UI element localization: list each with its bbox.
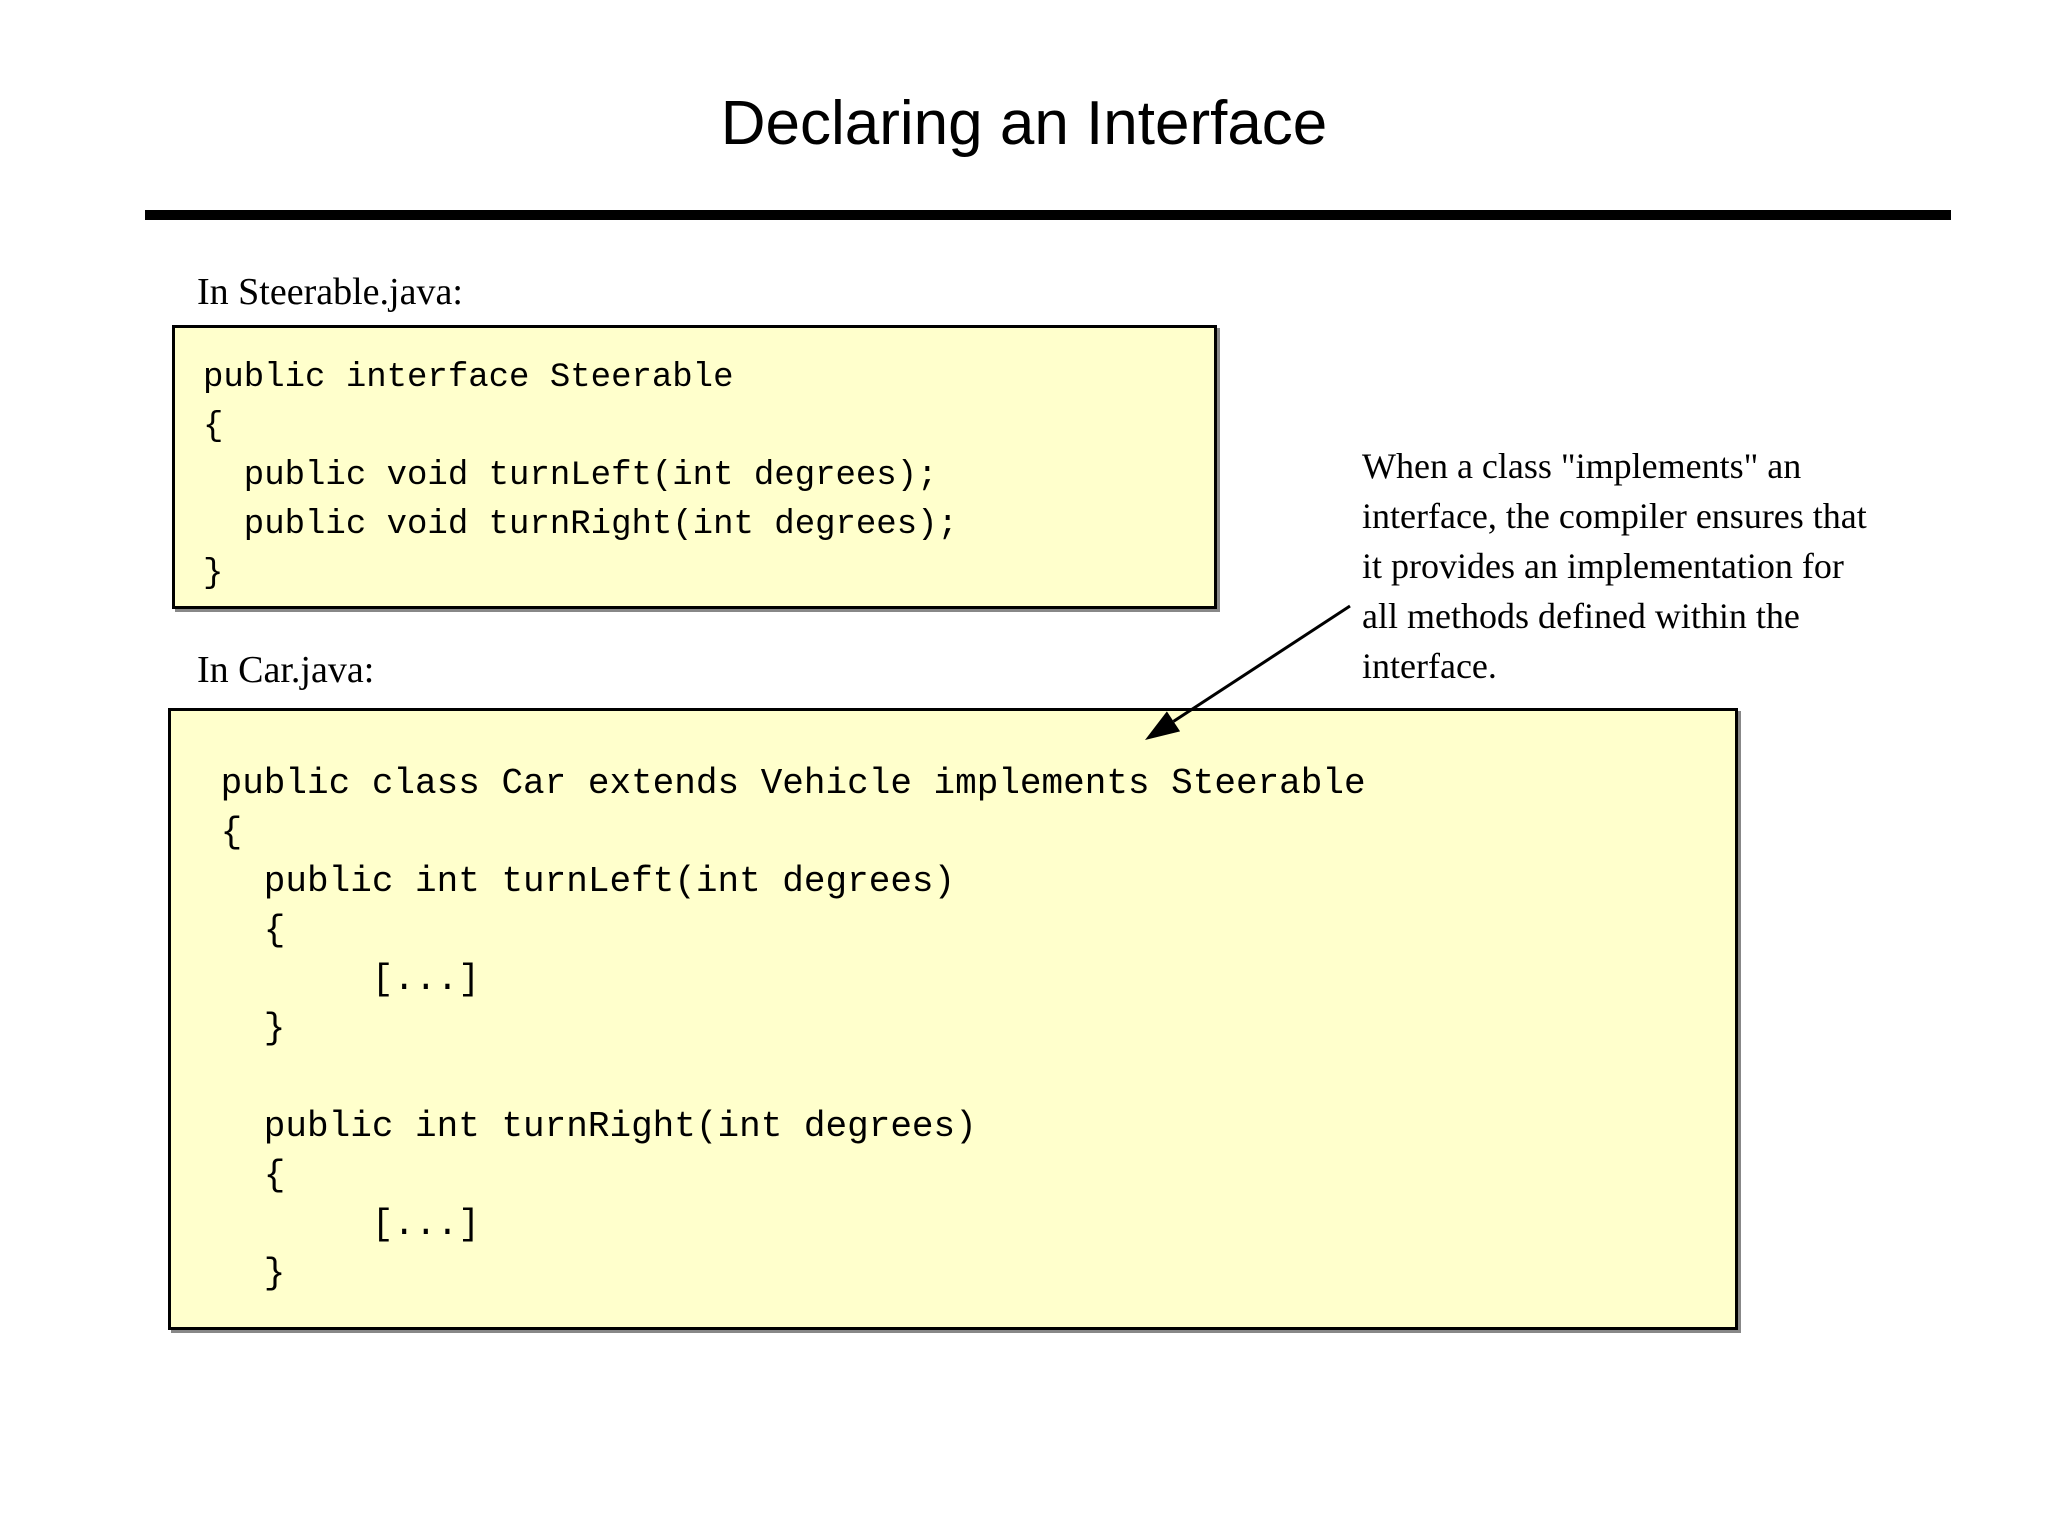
steerable-file-label: In Steerable.java: — [197, 271, 463, 313]
title-divider-rule — [145, 210, 1951, 220]
car-code: public class Car extends Vehicle impleme… — [220, 763, 1366, 1294]
car-file-label: In Car.java: — [197, 649, 375, 691]
page-title: Declaring an Interface — [720, 89, 1328, 158]
steerable-code-box: public interface Steerable { public void… — [172, 325, 1217, 609]
car-code-box: public class Car extends Vehicle impleme… — [168, 708, 1738, 1330]
arrow-line — [1172, 604, 1351, 723]
steerable-code: public interface Steerable { public void… — [203, 359, 958, 593]
annotation-text: When a class "implements" an interface, … — [1362, 446, 1867, 686]
